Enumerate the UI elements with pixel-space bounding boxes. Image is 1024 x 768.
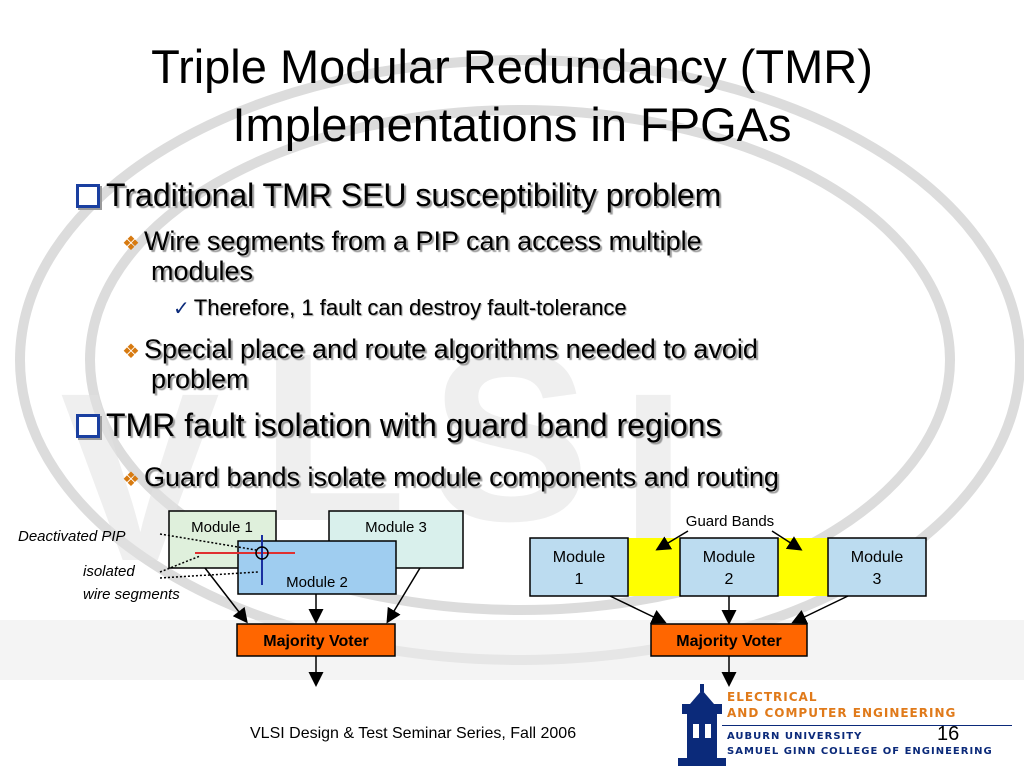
left-module-2-label: Module 2 [286,574,348,591]
bullet-2-text: TMR fault isolation with guard band regi… [106,407,722,443]
auburn-tower-icon [678,684,726,766]
bullet-1-1: ❖Wire segments from a PIP can access mul… [122,226,702,259]
right-module-3-label-b: 3 [873,571,882,588]
label-isolated: isolated [83,563,135,580]
diamond-bullet-icon: ❖ [122,233,140,255]
bullet-1-1-1-text: Therefore, 1 fault can destroy fault-tol… [193,295,627,320]
bullet-1-1-cont: modules [151,256,253,286]
checkmark-bullet-icon: ✓ [173,298,190,320]
right-module-1-label-a: Module [553,549,606,566]
logo-line-4: SAMUEL GINN COLLEGE OF ENGINEERING [727,746,993,757]
bullet-1-text: Traditional TMR SEU susceptibility probl… [106,177,722,213]
title-line-1: Triple Modular Redundancy (TMR) [151,40,873,93]
checkbox-bullet-icon [76,184,100,208]
bullet-1-2-cont: problem [151,364,249,394]
bullet-2-1-text: Guard bands isolate module components an… [143,462,779,492]
logo-line-3: AUBURN UNIVERSITY [727,731,863,742]
bullet-1-2: ❖Special place and route algorithms need… [122,334,758,367]
page-number: 16 [937,723,960,745]
guard-band-arrow-left [655,530,689,551]
bullet-1-2-text-a: Special place and route algorithms neede… [143,334,758,364]
right-module-2-box [679,537,779,597]
left-diagram: Module 3 Module 1 Module 2 Deactivated P… [18,510,464,687]
right-module-1-box [529,537,629,597]
guard-band-arrow-right [771,530,803,551]
right-diagram: Module 1 Module 2 Module 3 Guard Bands M… [529,513,927,687]
right-majority-voter-box [650,623,808,657]
label-deactivated-pip: Deactivated PIP [18,528,126,545]
right-module-3-box [827,537,927,597]
arrow-right-module3-to-voter [791,595,849,624]
footer-text: VLSI Design & Test Seminar Series, Fall … [250,725,577,742]
right-module-2-label-b: 2 [725,571,734,588]
guard-bands-label: Guard Bands [686,513,774,530]
bullet-1-1-text-b: modules [151,256,254,286]
left-module-3-label: Module 3 [365,519,427,536]
wire-callout-line-2 [159,571,259,579]
title-line-2: Implementations in FPGAs [232,98,792,151]
bullet-1-1-1: ✓Therefore, 1 fault can destroy fault-to… [173,296,627,321]
logo-line-2: AND COMPUTER ENGINEERING [727,706,957,720]
bullet-2: TMR fault isolation with guard band regi… [76,408,721,442]
bullet-1-2-text-b: problem [151,364,249,394]
right-majority-voter-label: Majority Voter [676,633,782,650]
bullet-2-1: ❖Guard bands isolate module components a… [122,462,779,495]
right-module-3-label-a: Module [851,549,904,566]
slide-title: Triple Modular Redundancy (TMR) Implemen… [0,38,1024,154]
wire-callout-line-1 [159,555,201,573]
diamond-bullet-icon: ❖ [122,341,140,363]
left-module-2-box [237,540,397,595]
left-module-1-label: Module 1 [191,519,253,536]
logo-line-1: ELECTRICAL [727,690,818,704]
bullet-1: Traditional TMR SEU susceptibility probl… [76,178,721,212]
right-module-2-label-a: Module [703,549,756,566]
arrow-module1-to-voter [204,567,248,624]
left-majority-voter-label: Majority Voter [263,633,369,650]
diamond-bullet-icon: ❖ [122,469,140,491]
label-wire-segments: wire segments [83,586,180,603]
bullet-1-1-text-a: Wire segments from a PIP can access mult… [143,226,702,256]
arrow-module3-to-voter [386,567,421,624]
logo-divider [722,725,1012,726]
checkbox-bullet-icon [76,414,100,438]
pip-callout-line [159,533,257,551]
arrow-right-module1-to-voter [609,595,667,624]
pip-icon [255,546,269,560]
right-module-1-label-b: 1 [575,571,584,588]
